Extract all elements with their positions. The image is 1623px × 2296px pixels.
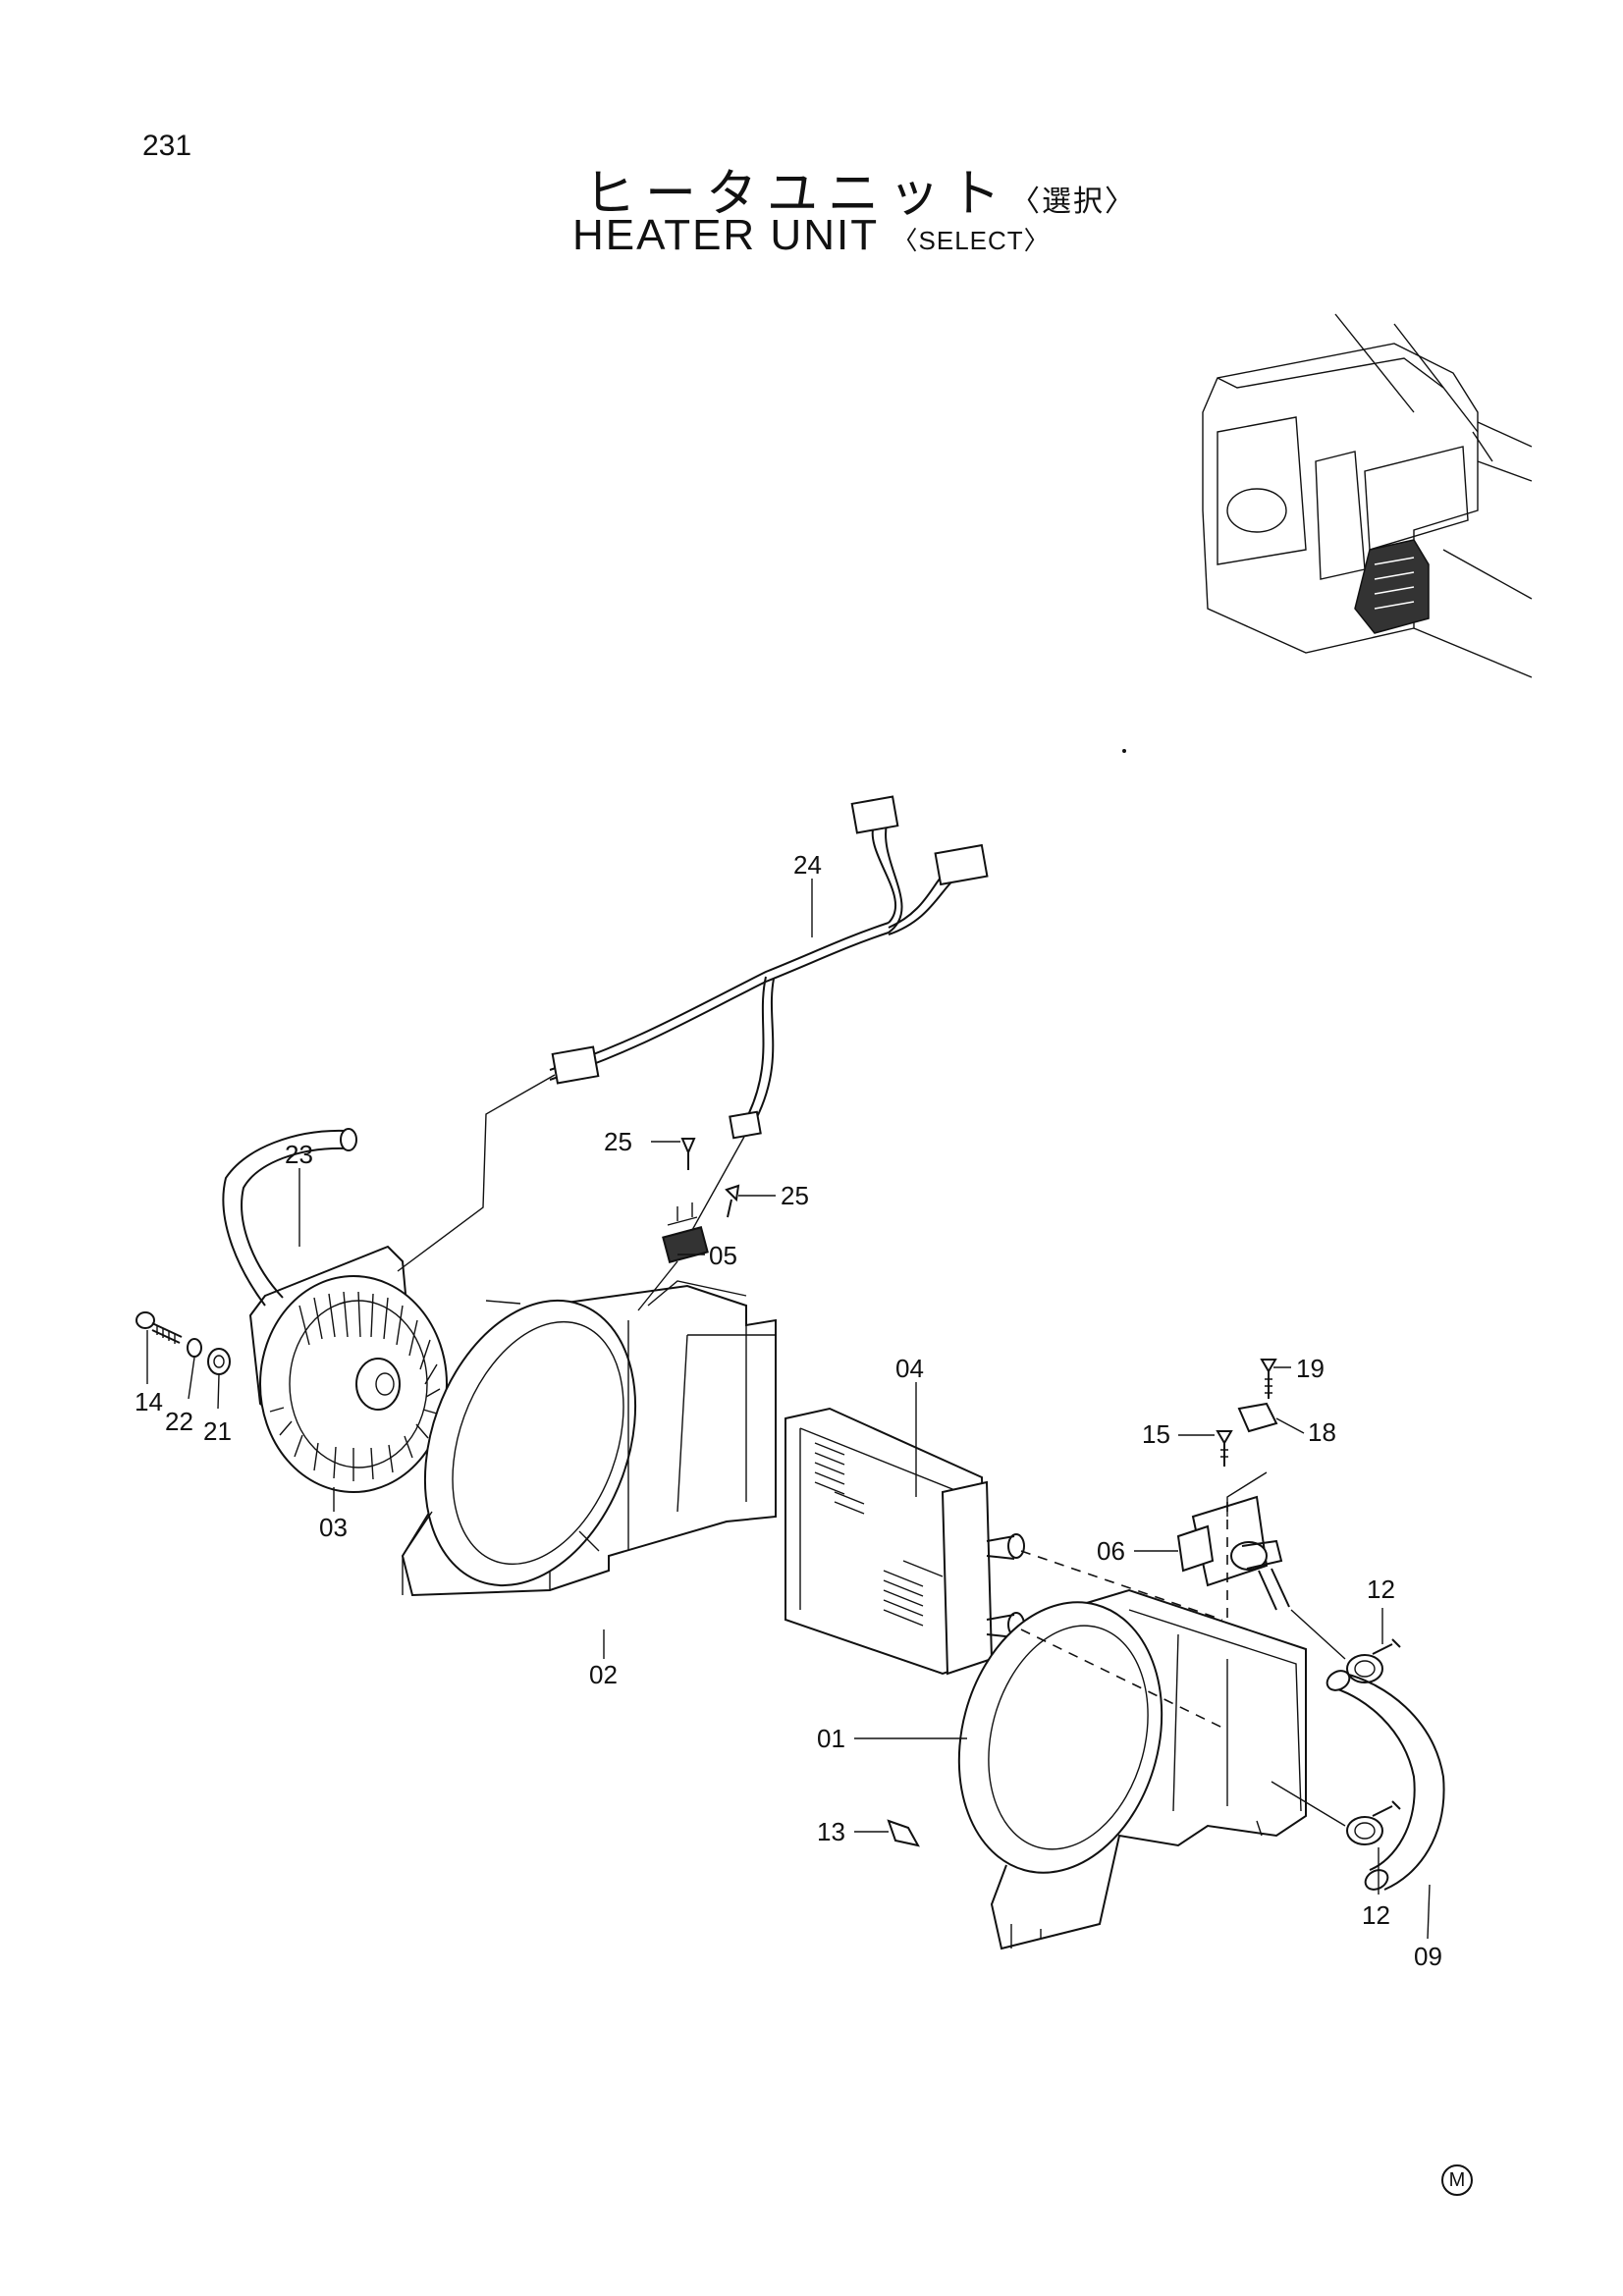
callout-25-right: 25 — [781, 1181, 809, 1210]
callout-labels: 24 23 25 25 05 14 22 21 03 02 04 19 15 1… — [135, 850, 1442, 1971]
clip-13 — [887, 1819, 920, 1847]
page-title-japanese: ヒータユニット〈選択〉 — [584, 152, 1136, 226]
callout-14: 14 — [135, 1387, 163, 1416]
callout-12-upper: 12 — [1367, 1575, 1395, 1604]
heater-case — [957, 1502, 1307, 1950]
callout-25-left: 25 — [604, 1127, 632, 1156]
title-english-sub: 〈SELECT〉 — [892, 226, 1051, 255]
callout-23: 23 — [285, 1140, 313, 1169]
callout-09: 09 — [1414, 1942, 1442, 1971]
callout-22: 22 — [165, 1407, 193, 1436]
callout-19: 19 — [1296, 1354, 1325, 1383]
cab-location-inset — [1202, 313, 1533, 678]
callout-01: 01 — [817, 1724, 845, 1753]
callout-18: 18 — [1308, 1417, 1336, 1447]
callout-02: 02 — [589, 1660, 618, 1689]
corner-mark: M — [1441, 2164, 1473, 2196]
callout-21: 21 — [203, 1416, 232, 1446]
page-title-english: HEATER UNIT 〈SELECT〉 — [572, 211, 1051, 260]
resistor-and-screws — [637, 1138, 740, 1311]
callout-05: 05 — [709, 1241, 737, 1270]
title-japanese-sub: 〈選択〉 — [1010, 185, 1137, 219]
title-japanese-main: ヒータユニット — [584, 165, 1011, 224]
callout-15: 15 — [1142, 1419, 1170, 1449]
callout-12-lower: 12 — [1362, 1900, 1390, 1930]
title-english-main: HEATER UNIT — [572, 211, 879, 259]
leader-lines — [298, 879, 1431, 1940]
wire-harness — [397, 795, 989, 1272]
screws-and-clip — [1216, 1359, 1278, 1467]
hose-09 — [1325, 1670, 1445, 1891]
callout-03: 03 — [319, 1513, 348, 1542]
water-valve — [1176, 1471, 1290, 1611]
hose-clamps — [1271, 1609, 1401, 1845]
blower-fan — [248, 1245, 448, 1493]
hose-23 — [222, 1128, 357, 1307]
page-number: 231 — [142, 130, 192, 162]
callout-06: 06 — [1097, 1536, 1125, 1566]
fan-housing — [401, 1280, 777, 1597]
callout-13: 13 — [817, 1817, 845, 1846]
fasteners-14-22-21 — [135, 1311, 231, 1410]
callout-04: 04 — [895, 1354, 924, 1383]
callout-24: 24 — [793, 850, 822, 880]
heater-core — [784, 1407, 1025, 1676]
